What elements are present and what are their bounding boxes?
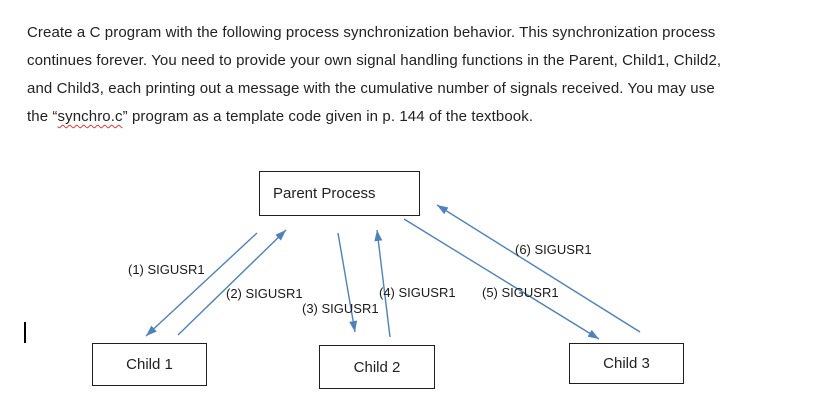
signal-label-3: (3) SIGUSR1 (302, 301, 379, 316)
child3-box[interactable]: Child 3 (569, 343, 684, 384)
arrow-3-parent-to-child2[interactable] (337, 232, 358, 333)
signal-label-1: (1) SIGUSR1 (128, 262, 205, 277)
signal-label-4: (4) SIGUSR1 (379, 285, 456, 300)
arrow-6-child3-to-parent[interactable] (436, 204, 641, 333)
arrow-5-parent-to-child3[interactable] (403, 218, 600, 340)
spellcheck-flagged-word: synchro.c (57, 108, 123, 125)
line4-prefix: the “ (27, 108, 58, 125)
arrow-1-parent-to-child1[interactable] (145, 232, 258, 337)
line4-suffix: ” program as a template code given in p.… (122, 108, 534, 125)
child2-label: Child 2 (353, 358, 401, 376)
arrow-2-child1-to-parent[interactable] (177, 229, 287, 336)
child1-box[interactable]: Child 1 (92, 343, 207, 386)
arrow-4-child2-to-parent[interactable] (374, 229, 391, 338)
paragraph-line: the “synchro.c” program as a template co… (27, 103, 721, 131)
parent-process-label: Parent Process (273, 185, 376, 202)
child2-box[interactable]: Child 2 (319, 345, 435, 389)
paragraph-line: Create a C program with the following pr… (27, 24, 716, 41)
child1-label: Child 1 (126, 356, 173, 373)
signal-label-5: (5) SIGUSR1 (482, 285, 559, 300)
paragraph-line: and Child3, each printing out a message … (27, 80, 715, 97)
text-cursor (24, 322, 26, 343)
assignment-paragraph: Create a C program with the following pr… (27, 19, 721, 131)
parent-process-box[interactable]: Parent Process (259, 171, 420, 216)
child3-label: Child 3 (603, 355, 650, 372)
signal-label-6: (6) SIGUSR1 (515, 242, 592, 257)
signal-label-2: (2) SIGUSR1 (226, 286, 303, 301)
paragraph-line: continues forever. You need to provide y… (27, 52, 722, 69)
